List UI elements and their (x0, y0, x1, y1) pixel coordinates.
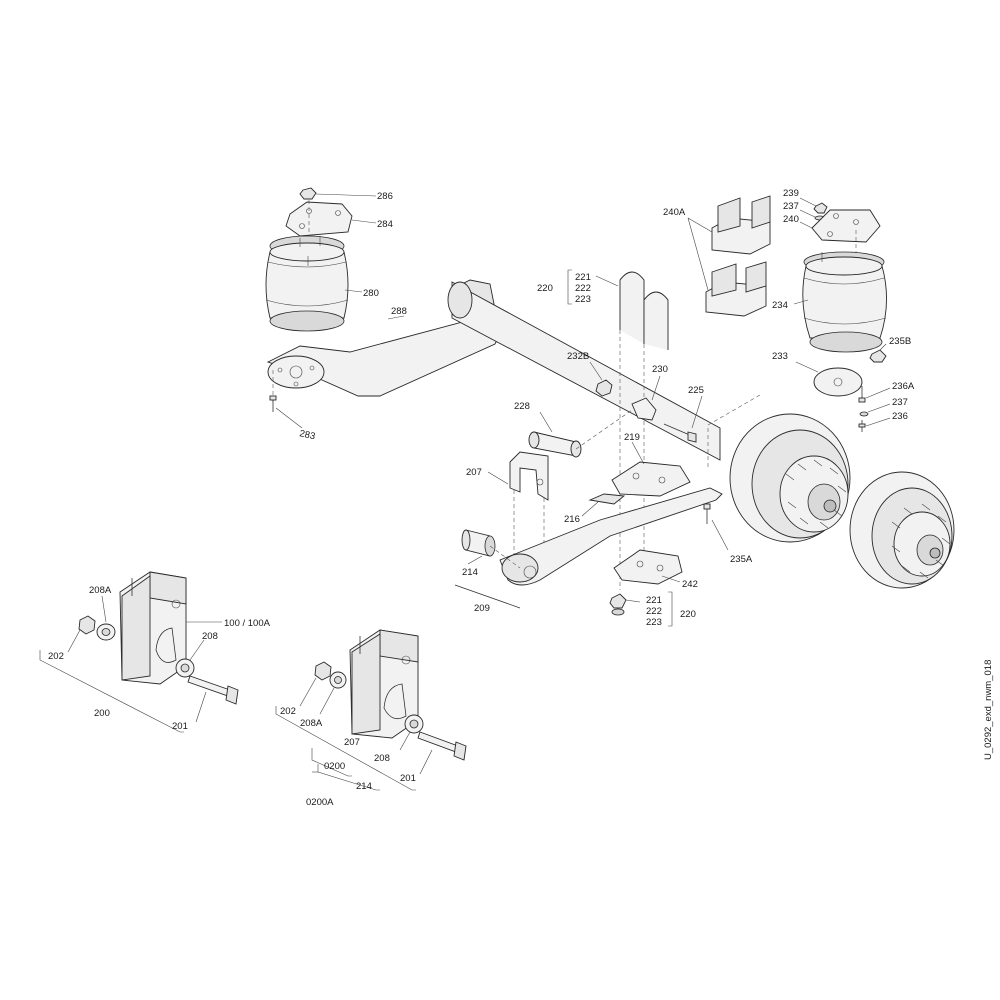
bracket-230 (631, 375, 661, 421)
right-air-spring-group (687, 195, 891, 432)
label-216: 216 (564, 514, 580, 525)
nut-202-a (67, 615, 96, 653)
label-208b: 208 (374, 753, 390, 764)
bolt-225 (663, 395, 703, 443)
hanger-207 (487, 451, 549, 560)
nuts-221-lower (609, 591, 673, 627)
label-208Ab: 208A (300, 718, 323, 729)
label-100: 100 / 100A (224, 618, 271, 629)
washer-208-a (175, 639, 205, 678)
brake-drum-inner (729, 413, 851, 543)
hanger-assembly-0200 (275, 629, 467, 791)
label-232B: 232B (567, 351, 589, 362)
label-208Aa: 208A (89, 585, 112, 596)
label-201a: 201 (172, 721, 188, 732)
bracket-240A-upper (687, 195, 771, 255)
bushing-228 (528, 409, 633, 458)
hanger-bracket-207b (349, 629, 419, 739)
label-223a: 223 (575, 294, 591, 305)
plate-240 (799, 209, 881, 243)
bushing-214 (461, 529, 521, 569)
label-237b: 237 (892, 397, 908, 408)
label-0200: 0200 (324, 761, 345, 772)
plate-284 (285, 201, 377, 237)
label-240A: 240A (663, 207, 686, 218)
plate-219 (611, 441, 691, 497)
label-222a: 222 (575, 283, 591, 294)
air-spring-234 (793, 251, 887, 353)
label-222b: 222 (646, 606, 662, 617)
label-239: 239 (783, 188, 799, 199)
label-214b: 214 (356, 781, 372, 792)
label-225: 225 (688, 385, 704, 396)
bolt-201-a (187, 675, 239, 723)
label-283: 283 (298, 428, 316, 442)
label-240: 240 (783, 214, 799, 225)
label-221a: 221 (575, 272, 591, 283)
label-214a: 214 (462, 567, 478, 578)
label-223b: 223 (646, 617, 662, 628)
label-202b: 202 (280, 706, 296, 717)
callout-labels: 286 284 280 288 283 221 222 223 220 232B… (48, 188, 915, 808)
label-228: 228 (514, 401, 530, 412)
nut-232B (589, 361, 613, 397)
pad-216 (581, 493, 626, 517)
label-235A: 235A (730, 554, 753, 565)
brake-drum-outer (849, 471, 955, 589)
label-207a: 207 (466, 467, 482, 478)
label-284: 284 (377, 219, 393, 230)
left-air-spring-group (265, 187, 501, 429)
nut-202-b (299, 661, 332, 707)
nut-286 (299, 187, 377, 200)
label-233: 233 (772, 351, 788, 362)
u-bolts-221 (567, 269, 669, 590)
bolt-236 (858, 403, 891, 432)
washer-208-b (399, 714, 424, 751)
label-220a: 220 (537, 283, 553, 294)
label-234: 234 (772, 300, 788, 311)
label-288: 288 (391, 306, 407, 317)
hanger-bracket-100 (119, 571, 222, 685)
label-236: 236 (892, 411, 908, 422)
air-spring-280 (265, 235, 363, 332)
label-207b: 207 (344, 737, 360, 748)
label-220b: 220 (680, 609, 696, 620)
axle-group (447, 269, 955, 627)
document-id: U_0292_exd_nwm_018 (983, 659, 994, 760)
label-201b: 201 (400, 773, 416, 784)
label-202a: 202 (48, 651, 64, 662)
washer-208A-b (319, 671, 347, 715)
bolt-236A (858, 386, 891, 403)
label-236A: 236A (892, 381, 915, 392)
label-280: 280 (363, 288, 379, 299)
label-242: 242 (682, 579, 698, 590)
label-230: 230 (652, 364, 668, 375)
label-200: 200 (94, 708, 110, 719)
bolt-201-b (417, 731, 467, 775)
label-219: 219 (624, 432, 640, 443)
label-235B: 235B (889, 336, 911, 347)
label-209: 209 (474, 603, 490, 614)
label-208a: 208 (202, 631, 218, 642)
label-221b: 221 (646, 595, 662, 606)
washer-208A-a (96, 595, 116, 641)
nut-235B (869, 343, 887, 363)
label-286: 286 (377, 191, 393, 202)
bolt-283 (269, 395, 303, 429)
hanger-assembly-200 (39, 571, 239, 733)
label-0200A: 0200A (306, 797, 334, 808)
plate-233 (795, 361, 863, 397)
bracket-240A-lower (687, 217, 767, 317)
plate-242 (613, 549, 683, 585)
label-237a: 237 (783, 201, 799, 212)
bolt-235A (703, 503, 729, 551)
